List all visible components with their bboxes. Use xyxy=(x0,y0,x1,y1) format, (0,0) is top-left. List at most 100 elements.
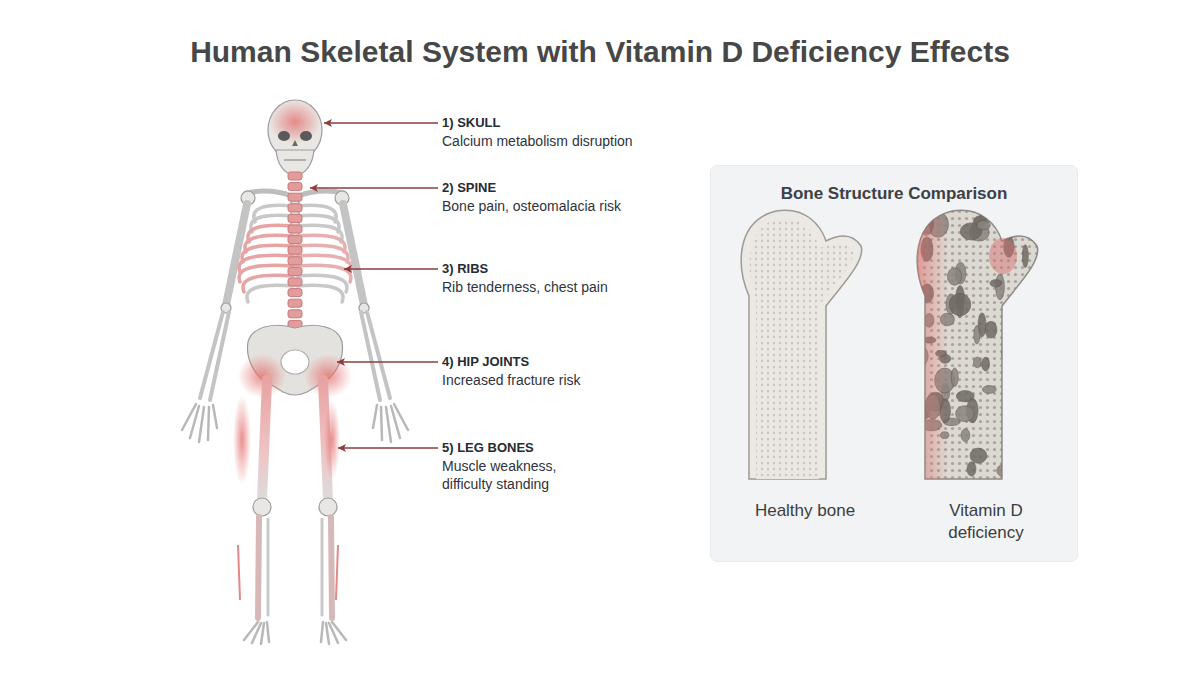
skeleton-part xyxy=(288,299,302,307)
callout-title: 5) LEG BONES xyxy=(442,440,534,456)
bone-part xyxy=(1002,344,1016,362)
skeleton-part xyxy=(190,406,199,438)
bone-part xyxy=(1022,325,1042,340)
skeleton-part xyxy=(381,407,382,440)
skeleton-part xyxy=(239,205,351,302)
skeleton-part xyxy=(288,172,302,328)
skeleton-part xyxy=(288,246,302,254)
callout-text: Muscle weakness, difficulty standing xyxy=(442,457,587,493)
skeleton-part xyxy=(373,405,377,428)
bone-part xyxy=(1022,299,1032,310)
skeleton-part xyxy=(288,172,302,180)
skeleton-part xyxy=(288,225,302,233)
callout-title: 3) RIBS xyxy=(442,261,488,277)
skeleton-part xyxy=(288,310,302,318)
bone-part xyxy=(1014,402,1029,426)
skeleton-part xyxy=(331,517,332,618)
skeleton-part xyxy=(288,236,302,244)
skeleton-part xyxy=(292,140,298,146)
skeleton-part xyxy=(300,131,312,141)
skeleton-part xyxy=(210,312,229,400)
bone-part xyxy=(1029,291,1042,307)
skeleton-part xyxy=(321,622,323,642)
skeleton-part xyxy=(252,623,261,643)
bone-part xyxy=(989,238,1017,274)
callout-text: Bone pain, osteomalacia risk xyxy=(442,197,672,215)
skeleton-part xyxy=(367,312,390,398)
skeleton-part xyxy=(244,622,346,644)
bone-caption: Healthy bone xyxy=(720,500,890,522)
callout-title: 4) HIP JOINTS xyxy=(442,354,529,370)
skeleton-part xyxy=(310,123,438,448)
skeleton-part xyxy=(247,285,293,302)
skeleton-part xyxy=(278,131,290,141)
bone-part xyxy=(1023,399,1030,412)
skeleton-part xyxy=(297,215,339,232)
diagram-title: Human Skeletal System with Vitamin D Def… xyxy=(0,34,1200,70)
skeleton-part xyxy=(288,183,302,191)
skeleton-part xyxy=(269,100,321,144)
skeleton-part xyxy=(288,267,302,275)
skeleton-part xyxy=(254,205,293,222)
skeleton-part xyxy=(284,159,306,160)
skeleton-part xyxy=(288,193,302,201)
skeleton-part xyxy=(326,623,329,644)
bone-part xyxy=(1019,349,1041,368)
skeleton-part xyxy=(267,519,270,615)
skeleton-part xyxy=(288,257,302,265)
panel-title: Bone Structure Comparison xyxy=(711,166,1077,205)
skeleton-part xyxy=(253,498,271,516)
skeleton-part xyxy=(208,407,209,440)
bone-part xyxy=(1028,424,1041,432)
bone-part xyxy=(1024,360,1031,369)
skeleton-part xyxy=(337,361,438,362)
callout-text: Calcium metabolism disruption xyxy=(442,132,672,150)
bone-part xyxy=(1030,325,1050,343)
skeleton-part xyxy=(238,545,240,600)
bone-part xyxy=(1027,451,1047,472)
bone-part xyxy=(917,210,1037,479)
skeleton-part xyxy=(297,205,336,222)
skeleton-part xyxy=(324,400,340,480)
skeleton-part xyxy=(213,405,217,428)
skeleton-part xyxy=(324,122,438,123)
bone-part xyxy=(929,207,945,215)
skeleton-part xyxy=(297,285,343,302)
bone-part xyxy=(741,210,861,479)
skeleton-part xyxy=(182,100,408,644)
skeleton-part xyxy=(251,215,293,232)
skeleton-part xyxy=(288,204,302,212)
skeleton-part xyxy=(288,289,302,297)
bone-part xyxy=(1014,327,1027,338)
skeleton-part xyxy=(288,278,302,286)
skeleton-part xyxy=(319,498,337,516)
callout-title: 2) SPINE xyxy=(442,180,496,196)
skeleton-part xyxy=(386,407,391,442)
skeleton-part xyxy=(199,407,204,442)
bone-part xyxy=(1020,313,1034,333)
skeleton-part xyxy=(336,545,338,600)
skeleton-part xyxy=(267,622,269,642)
skeleton-part xyxy=(258,517,259,618)
skeleton-part xyxy=(288,214,302,222)
bone-part xyxy=(909,301,924,316)
bone-part xyxy=(1036,379,1044,399)
bone-part xyxy=(917,210,1037,479)
callout-text: Increased fracture risk xyxy=(442,371,672,389)
callout-title: 1) SKULL xyxy=(442,115,501,131)
bone-part xyxy=(1007,382,1015,392)
skeleton-part xyxy=(310,187,438,188)
skeleton-part xyxy=(338,447,438,448)
callout-text: Rib tenderness, chest pain xyxy=(442,278,672,296)
skeleton-part xyxy=(182,404,408,442)
skeleton-part xyxy=(262,380,267,500)
skeleton-part xyxy=(233,395,251,485)
skeleton-part xyxy=(321,519,324,615)
bone-part xyxy=(1022,329,1032,347)
bone-part xyxy=(750,218,854,479)
skeleton-part xyxy=(344,268,438,269)
skeleton-part xyxy=(329,623,338,643)
skeleton-part xyxy=(391,406,400,438)
bone-caption: Vitamin D deficiency xyxy=(930,500,1042,544)
skeleton-part xyxy=(261,623,264,644)
